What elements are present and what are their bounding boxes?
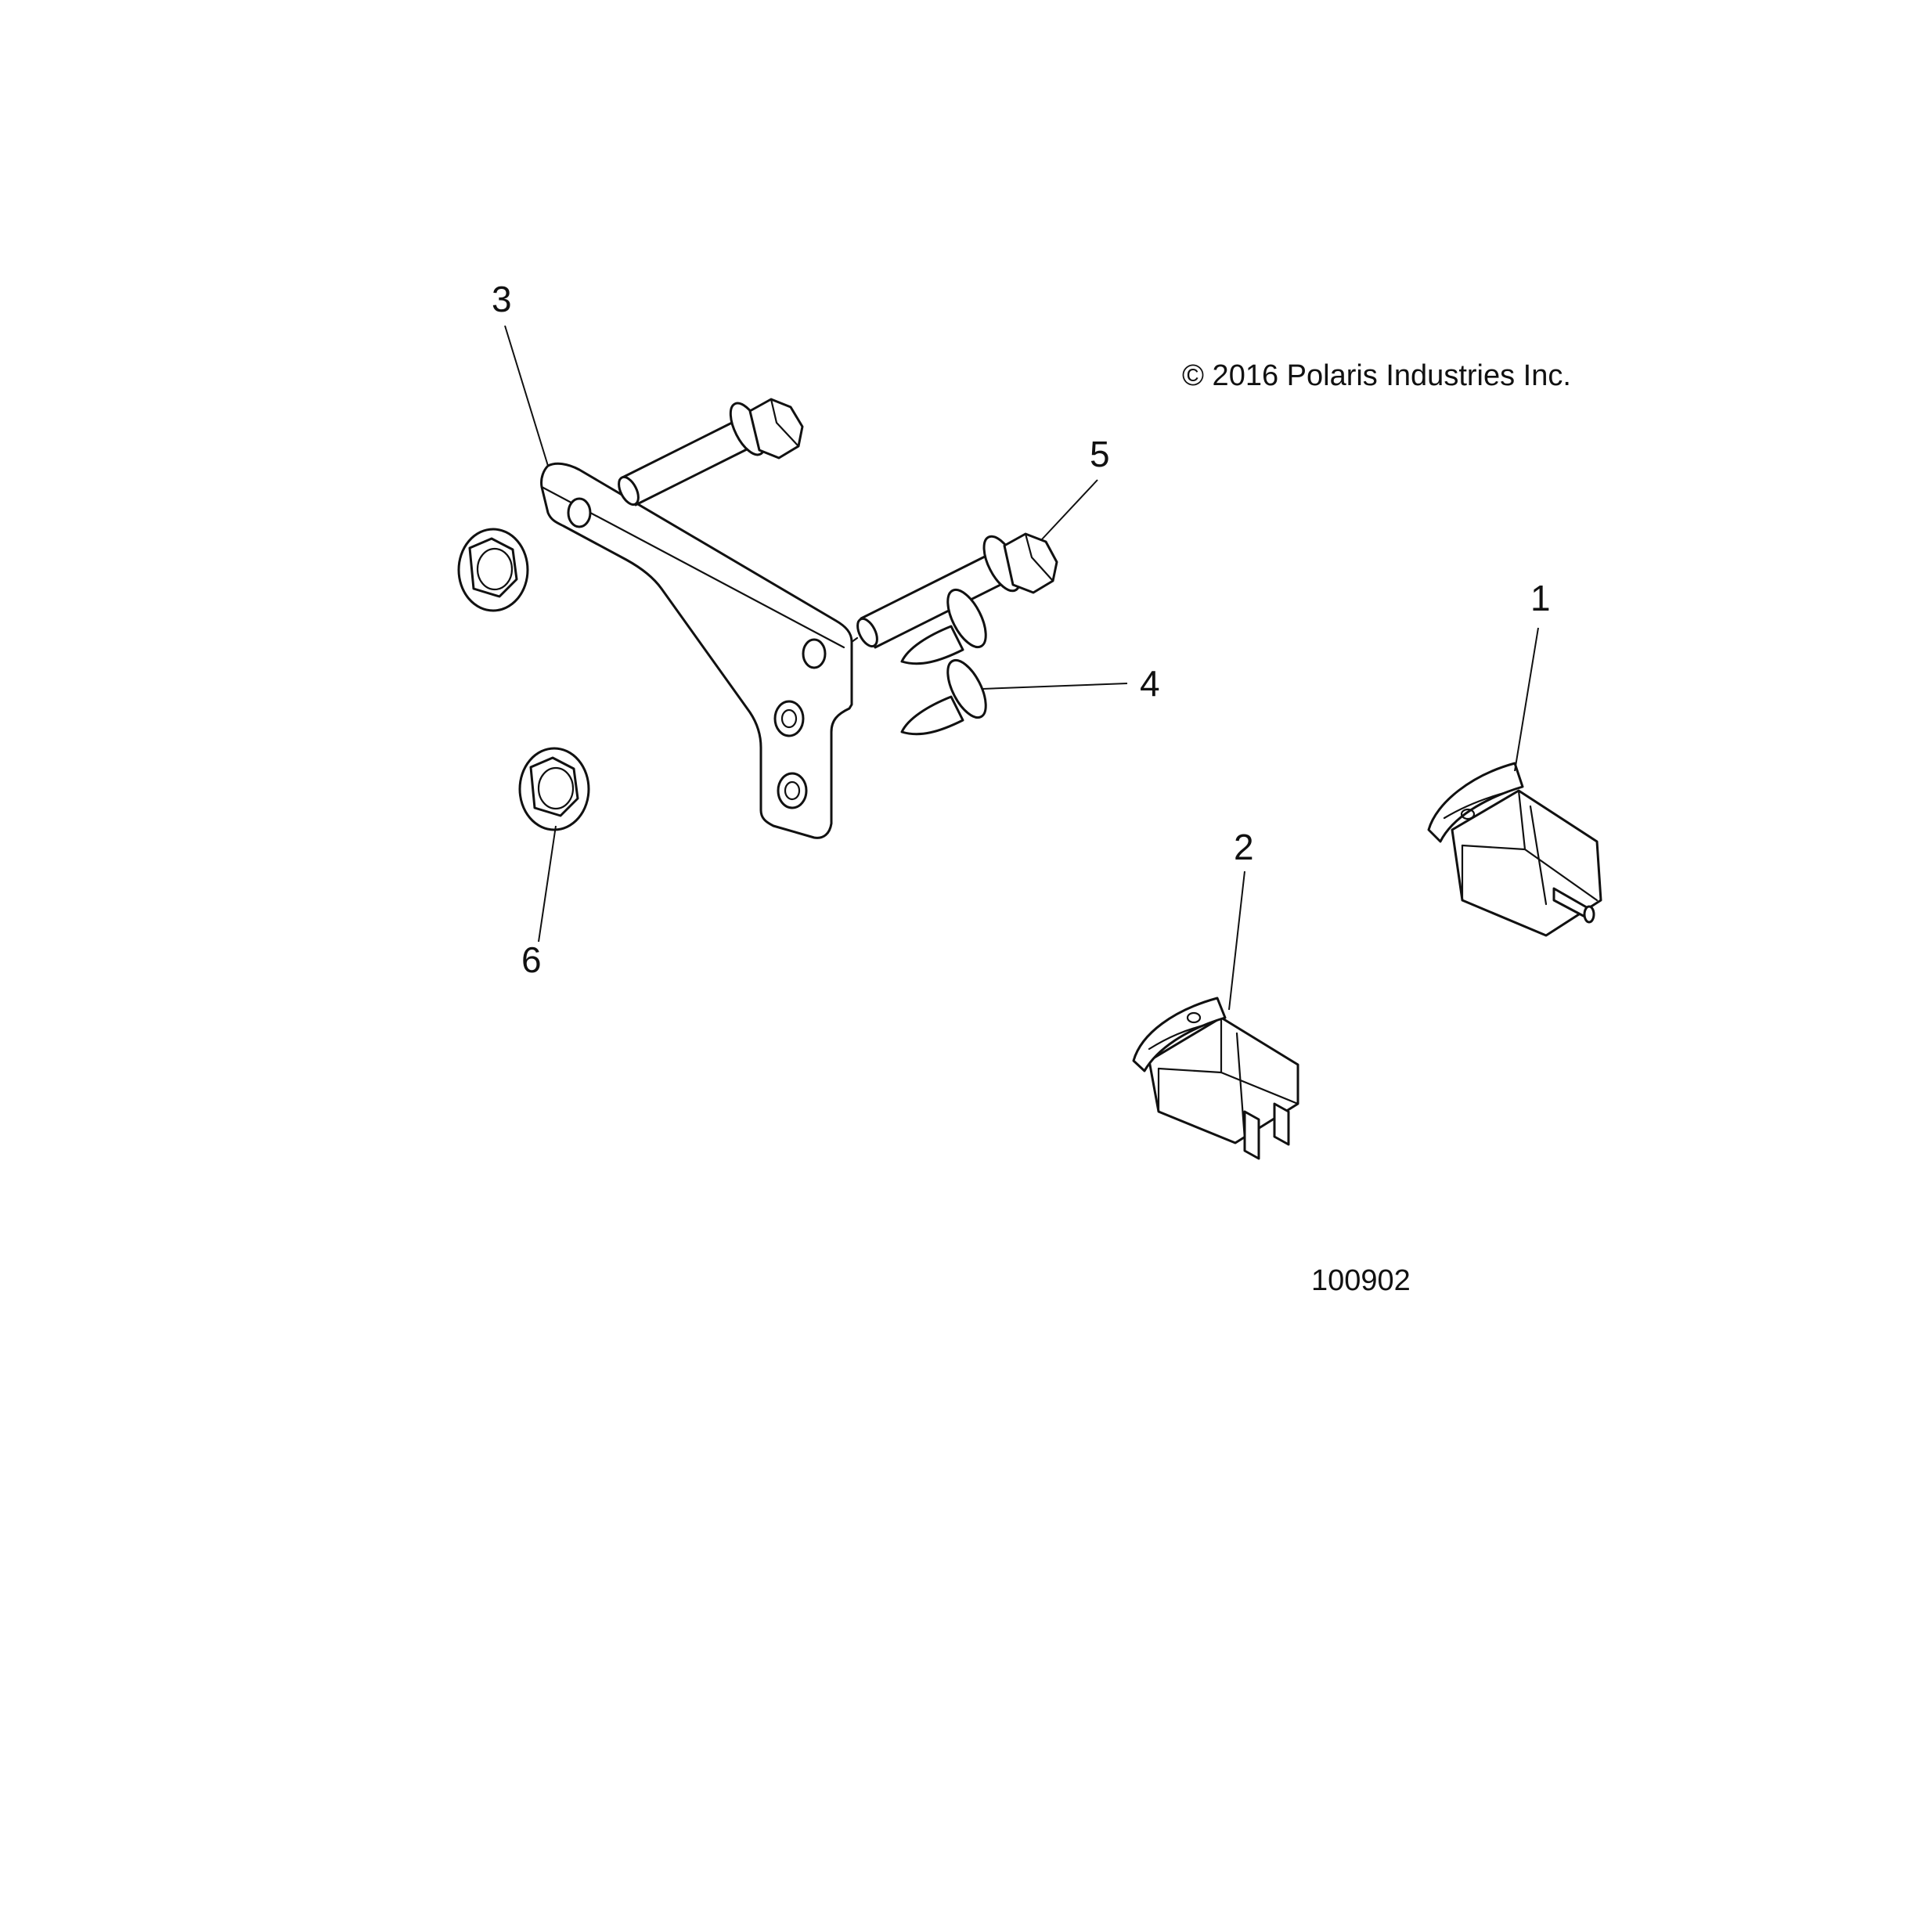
copyright-notice: © 2016 Polaris Industries Inc. <box>1182 359 1571 392</box>
bolt-upper <box>618 398 804 506</box>
leader-lines <box>504 325 1539 1011</box>
callout-4: 4 <box>1140 663 1160 704</box>
push-rivet-upper <box>900 588 987 665</box>
callout-5: 5 <box>1090 434 1110 474</box>
callout-6: 6 <box>521 939 542 980</box>
bolt-long <box>856 532 1058 649</box>
flange-nut-lower <box>518 747 590 831</box>
callout-1: 1 <box>1530 578 1551 618</box>
rocker-switch-2 <box>1132 997 1299 1160</box>
mounting-bracket <box>540 462 859 839</box>
flange-nut-upper <box>457 528 529 612</box>
rocker-switch-1 <box>1427 762 1602 937</box>
push-rivet-lower <box>900 658 987 736</box>
callout-2: 2 <box>1234 827 1254 867</box>
figure-number: 100902 <box>1311 1264 1411 1297</box>
callout-3: 3 <box>492 279 512 319</box>
